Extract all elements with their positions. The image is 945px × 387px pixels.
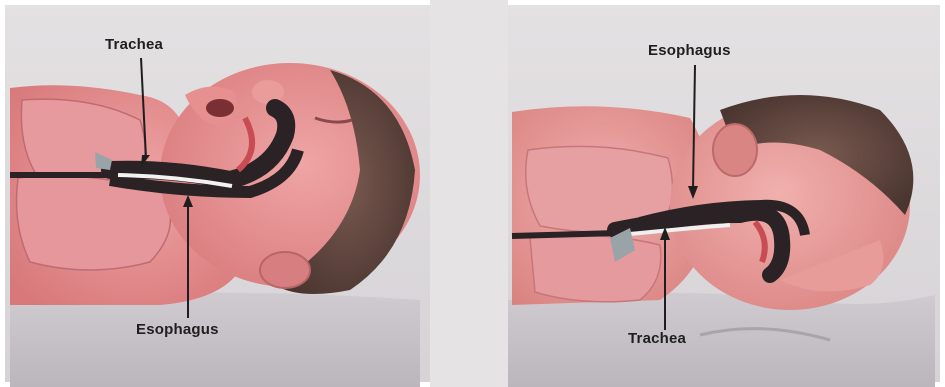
left-panel-illustration <box>10 63 420 387</box>
right-esophagus-label: Esophagus <box>648 42 731 59</box>
left-trachea-label: Trachea <box>105 36 163 53</box>
right-panel-illustration <box>508 95 935 387</box>
right-trachea-label: Trachea <box>628 330 686 347</box>
left-esophagus-label: Esophagus <box>136 321 219 338</box>
